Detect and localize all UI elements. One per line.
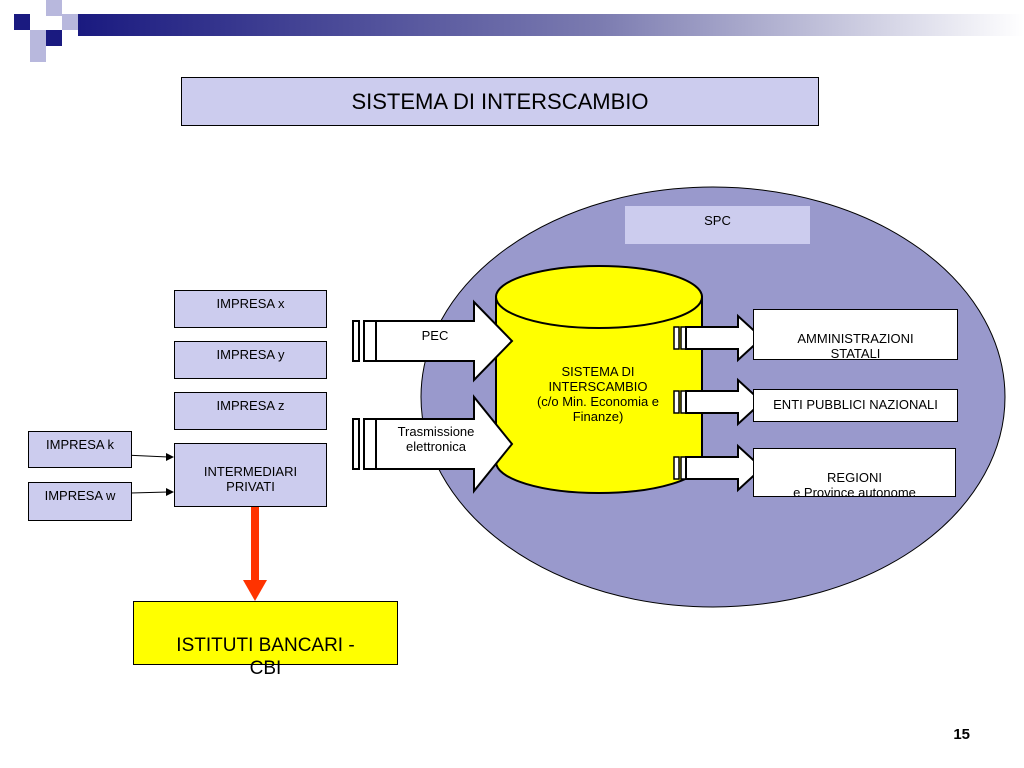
banks-box: ISTITUTI BANCARI - CBI xyxy=(133,601,398,679)
banks-label: ISTITUTI BANCARI - CBI xyxy=(176,635,355,679)
impresa-k-label: IMPRESA k xyxy=(46,437,114,452)
impresa-x-box: IMPRESA x xyxy=(174,290,327,328)
enti-box: ENTI PUBBLICI NAZIONALI xyxy=(753,389,958,422)
corner-square-light-3 xyxy=(30,30,46,46)
page-number: 15 xyxy=(953,726,970,743)
red-arrow-to-banks xyxy=(243,497,267,601)
impresa-x-label: IMPRESA x xyxy=(216,296,285,311)
regioni-label: REGIONI e Province autonome xyxy=(793,470,916,500)
title-box: SISTEMA DI INTERSCAMBIO xyxy=(181,77,819,126)
enti-label: ENTI PUBBLICI NAZIONALI xyxy=(773,397,938,412)
page-title: SISTEMA DI INTERSCAMBIO xyxy=(351,89,649,114)
corner-square-light-2 xyxy=(62,14,78,30)
trasmissione-arrow xyxy=(352,394,514,494)
header-band xyxy=(78,14,1024,36)
arrow-to-regioni xyxy=(673,443,764,493)
hub-line-3: (c/o Min. Economia e xyxy=(536,394,660,409)
impresa-w-label: IMPRESA w xyxy=(44,488,116,503)
impresa-y-box: IMPRESA y xyxy=(174,341,327,379)
pec-arrow xyxy=(352,299,514,383)
connector-k-to-intermediari xyxy=(124,453,174,461)
hub-line-4: Finanze) xyxy=(572,409,624,424)
impresa-y-label: IMPRESA y xyxy=(216,347,285,362)
spc-label: SPC xyxy=(704,213,731,228)
pec-label: PEC xyxy=(421,328,449,343)
hub-line-2: INTERSCAMBIO xyxy=(548,379,648,394)
impresa-z-label: IMPRESA z xyxy=(216,398,285,413)
hub-text: SISTEMA DI INTERSCAMBIO (c/o Min. Econom… xyxy=(510,364,686,424)
connector-w-to-intermediari xyxy=(130,488,174,496)
corner-square-navy xyxy=(14,14,30,30)
amministrazioni-box: AMMINISTRAZIONI STATALI xyxy=(753,309,958,361)
impresa-k-box: IMPRESA k xyxy=(28,431,132,468)
regioni-box: REGIONI e Province autonome xyxy=(753,448,956,500)
impresa-w-box: IMPRESA w xyxy=(28,482,132,521)
corner-square-light-4 xyxy=(30,46,46,62)
trasmissione-label: Trasmissione elettronica xyxy=(397,424,475,454)
corner-square-light-1 xyxy=(46,0,62,16)
intermediari-box: INTERMEDIARI PRIVATI xyxy=(174,443,327,507)
amministrazioni-label: AMMINISTRAZIONI STATALI xyxy=(797,331,914,361)
spc-box: SPC xyxy=(625,206,810,244)
impresa-z-box: IMPRESA z xyxy=(174,392,327,430)
intermediari-label: INTERMEDIARI PRIVATI xyxy=(203,464,298,494)
hub-line-1: SISTEMA DI xyxy=(561,364,635,379)
hub-cylinder-top xyxy=(495,265,703,329)
arrow-to-enti xyxy=(673,377,764,427)
corner-square-navy-2 xyxy=(46,30,62,46)
arrow-to-amministrazioni xyxy=(673,313,764,363)
